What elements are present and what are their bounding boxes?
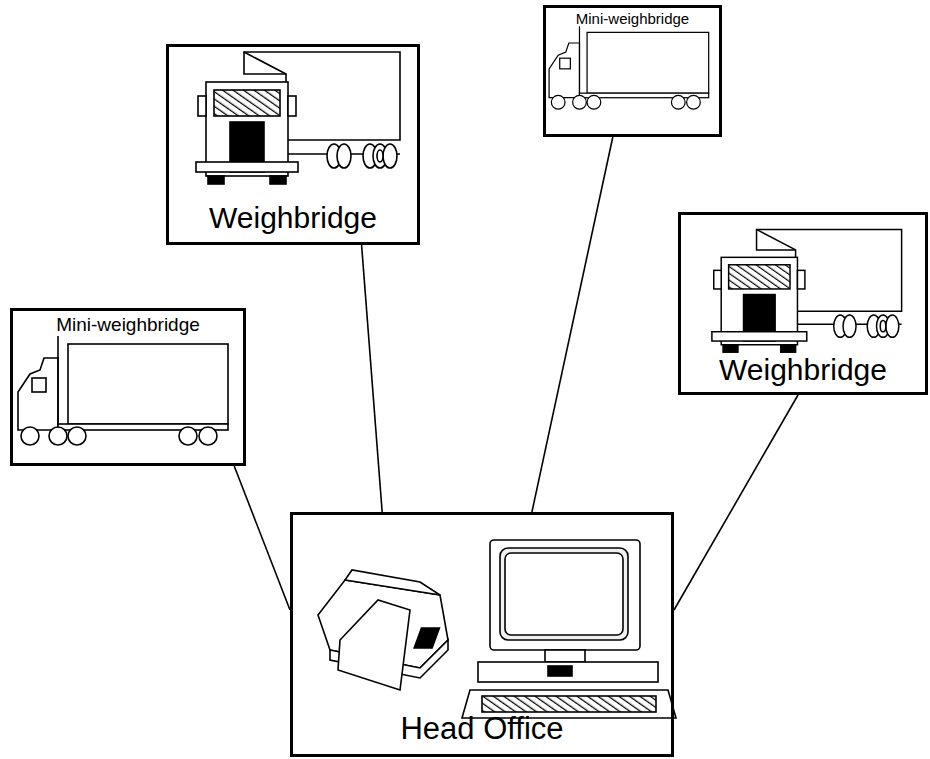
- mini-weighbridge-box: Mini-weighbridge: [10, 308, 246, 466]
- weighbridge-box: Weighbridge: [166, 44, 420, 245]
- box-label: Weighbridge: [209, 201, 377, 234]
- network-link: [532, 137, 613, 512]
- network-link: [362, 245, 383, 512]
- box-label: Mini-weighbridge: [576, 11, 689, 28]
- printer: [318, 570, 448, 690]
- truck-front-view: [196, 52, 400, 184]
- box-label: Weighbridge: [719, 353, 887, 386]
- truck-side-view: [18, 336, 228, 445]
- box-label: Mini-weighbridge: [56, 315, 200, 336]
- network-link: [674, 395, 798, 610]
- computer: [462, 540, 676, 718]
- head-office-box: Head Office: [290, 512, 674, 757]
- network-link: [234, 466, 290, 610]
- box-label: Head Office: [400, 712, 563, 746]
- mini-weighbridge-box: Mini-weighbridge: [543, 5, 722, 137]
- truck-front-view: [712, 229, 902, 352]
- truck-side-view: [549, 26, 709, 109]
- weighbridge-box: Weighbridge: [678, 212, 928, 395]
